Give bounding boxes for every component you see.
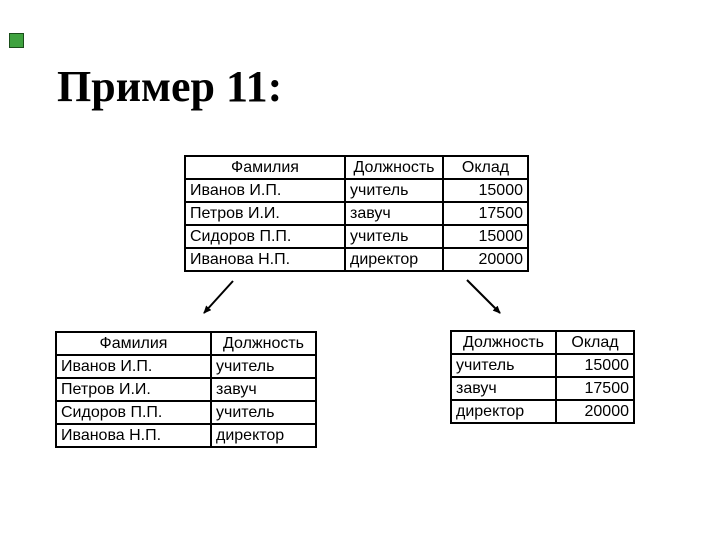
table-cell: завуч bbox=[210, 377, 317, 402]
header-cell-position: Должность bbox=[344, 155, 444, 180]
table-cell: Петров И.И. bbox=[55, 377, 212, 402]
table-cell: Сидоров П.П. bbox=[184, 224, 346, 249]
header-cell-salary: Оклад bbox=[442, 155, 529, 180]
table-cell: учитель bbox=[210, 400, 317, 425]
table-cell: 15000 bbox=[442, 178, 529, 203]
table-row: Петров И.И. завуч 17500 bbox=[184, 201, 529, 226]
header-cell-surname: Фамилия bbox=[55, 331, 212, 356]
table-cell: директор bbox=[344, 247, 444, 272]
table-cell: 15000 bbox=[555, 353, 635, 378]
table-row: Иванова Н.П. директор 20000 bbox=[184, 247, 529, 272]
header-cell-position: Должность bbox=[210, 331, 317, 356]
table-row: Иванов И.П. учитель 15000 bbox=[184, 178, 529, 203]
table-cell: учитель bbox=[344, 178, 444, 203]
table-row: учитель 15000 bbox=[450, 353, 635, 378]
table-header-row: Фамилия Должность bbox=[55, 331, 317, 356]
table-header-row: Должность Оклад bbox=[450, 330, 635, 355]
table-cell: учитель bbox=[450, 353, 557, 378]
arrow-down-left-icon bbox=[203, 280, 234, 314]
table-row: Сидоров П.П. учитель 15000 bbox=[184, 224, 529, 249]
table-row: Иванов И.П. учитель bbox=[55, 354, 317, 379]
table-row: директор 20000 bbox=[450, 399, 635, 424]
arrow-down-right-icon bbox=[466, 279, 501, 314]
table-cell: 17500 bbox=[442, 201, 529, 226]
table-cell: 20000 bbox=[555, 399, 635, 424]
green-square-decoration bbox=[9, 33, 24, 48]
table-row: Петров И.И. завуч bbox=[55, 377, 317, 402]
table-cell: учитель bbox=[344, 224, 444, 249]
table-cell: Иванов И.П. bbox=[55, 354, 212, 379]
table-header-row: Фамилия Должность Оклад bbox=[184, 155, 529, 180]
table-cell: завуч bbox=[344, 201, 444, 226]
table-cell: Иванова Н.П. bbox=[184, 247, 346, 272]
table-cell: 17500 bbox=[555, 376, 635, 401]
page-title: Пример 11: bbox=[57, 62, 283, 111]
header-cell-surname: Фамилия bbox=[184, 155, 346, 180]
header-cell-salary: Оклад bbox=[555, 330, 635, 355]
source-table: Фамилия Должность Оклад Иванов И.П. учит… bbox=[184, 155, 529, 272]
table-row: завуч 17500 bbox=[450, 376, 635, 401]
table-cell: 20000 bbox=[442, 247, 529, 272]
table-cell: 15000 bbox=[442, 224, 529, 249]
surname-position-table: Фамилия Должность Иванов И.П. учитель Пе… bbox=[55, 331, 317, 448]
table-cell: Сидоров П.П. bbox=[55, 400, 212, 425]
table-cell: Петров И.И. bbox=[184, 201, 346, 226]
table-cell: директор bbox=[210, 423, 317, 448]
position-salary-table: Должность Оклад учитель 15000 завуч 1750… bbox=[450, 330, 635, 424]
table-cell: директор bbox=[450, 399, 557, 424]
table-cell: завуч bbox=[450, 376, 557, 401]
table-cell: Иванов И.П. bbox=[184, 178, 346, 203]
table-row: Иванова Н.П. директор bbox=[55, 423, 317, 448]
table-cell: учитель bbox=[210, 354, 317, 379]
table-row: Сидоров П.П. учитель bbox=[55, 400, 317, 425]
table-cell: Иванова Н.П. bbox=[55, 423, 212, 448]
header-cell-position: Должность bbox=[450, 330, 557, 355]
